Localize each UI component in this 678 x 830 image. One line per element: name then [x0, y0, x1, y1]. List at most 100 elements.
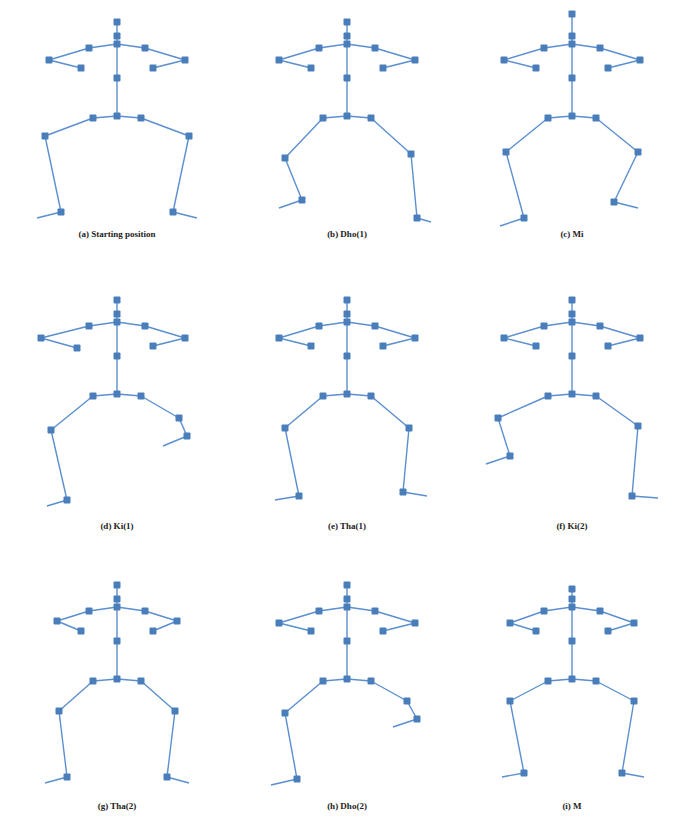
bone-line [323, 679, 347, 681]
joint-marker [90, 115, 97, 122]
joint-marker [507, 698, 514, 705]
bone-line [571, 322, 572, 356]
joint-marker [631, 698, 638, 705]
joint-marker [533, 65, 540, 72]
bone-line [347, 116, 371, 118]
joint-marker [64, 497, 71, 504]
bone-line [279, 611, 319, 623]
joint-marker [380, 65, 387, 72]
joint-marker [533, 628, 540, 635]
bone-line [600, 48, 640, 60]
bone-line [116, 356, 117, 394]
joint-marker [282, 425, 289, 432]
joint-marker [90, 678, 97, 685]
joint-marker [276, 57, 283, 64]
joint-marker [164, 774, 171, 781]
bone-line [279, 623, 311, 631]
joint-marker [114, 638, 121, 645]
bone-line [279, 326, 319, 338]
joint-marker [114, 113, 121, 120]
joint-marker [316, 608, 323, 615]
joint-marker [344, 676, 351, 683]
bone-line [371, 118, 411, 154]
joint-marker [114, 297, 121, 304]
bone-line [173, 136, 189, 212]
bone-line [145, 611, 177, 621]
bone-line [548, 394, 572, 396]
joint-marker [296, 493, 303, 500]
bone-line [506, 152, 524, 218]
bone-line [279, 60, 311, 68]
joint-marker [58, 209, 65, 216]
bone-line [145, 48, 185, 60]
bone-line [153, 60, 185, 68]
joint-marker [114, 676, 121, 683]
joint-marker [569, 319, 576, 326]
bone-line [632, 426, 638, 496]
subfigure-caption: (g) Tha(2) [96, 801, 139, 811]
bone-line [117, 679, 141, 681]
joint-marker [404, 698, 411, 705]
bone-line [544, 607, 572, 611]
bone-line [403, 492, 427, 496]
joint-marker [176, 415, 183, 422]
joint-marker [569, 297, 576, 304]
joint-marker [406, 425, 413, 432]
bone-line [59, 681, 93, 711]
joint-marker [46, 57, 53, 64]
joint-marker [344, 391, 351, 398]
joint-marker [276, 620, 283, 627]
joint-marker [372, 45, 379, 52]
bone-line [500, 218, 524, 226]
bone-line [596, 681, 634, 701]
joint-marker [408, 151, 415, 158]
subfigure-caption: (a) Starting position [76, 229, 157, 239]
bone-line [59, 711, 67, 777]
skeleton-figure [271, 582, 421, 786]
bone-line [600, 611, 634, 623]
joint-marker [400, 489, 407, 496]
bone-line [571, 44, 572, 78]
joint-marker [372, 608, 379, 615]
skeleton-figure [38, 297, 191, 507]
joint-marker [114, 582, 121, 589]
joint-marker [344, 33, 351, 40]
subfigure-caption: (b) Dho(1) [325, 229, 369, 239]
bone-line [323, 116, 347, 118]
joint-marker [186, 133, 193, 140]
bone-line [596, 118, 638, 152]
bone-line [285, 118, 323, 158]
joint-marker [48, 427, 55, 434]
bone-line [285, 158, 302, 200]
joint-marker [344, 604, 351, 611]
skeleton-figure [486, 297, 658, 500]
joint-marker [74, 345, 81, 352]
bone-line [383, 60, 415, 68]
skeleton-figure [37, 19, 197, 219]
joint-marker [344, 582, 351, 589]
joint-marker [597, 45, 604, 52]
joint-marker [316, 45, 323, 52]
bone-line [116, 78, 117, 116]
joint-marker [569, 33, 576, 40]
joint-marker [344, 311, 351, 318]
bone-line [346, 641, 347, 679]
bone-line [596, 396, 638, 426]
bone-line [614, 152, 638, 202]
joint-marker [414, 215, 421, 222]
bone-line [346, 356, 347, 394]
bone-line [347, 679, 371, 681]
joint-marker [308, 343, 315, 350]
subfigure-caption: (h) Dho(2) [325, 801, 369, 811]
joint-marker [114, 353, 121, 360]
joint-marker [619, 770, 626, 777]
joint-marker [521, 770, 528, 777]
bone-line [498, 396, 548, 418]
bone-line [163, 436, 187, 446]
bone-line [548, 679, 572, 681]
bone-line [57, 611, 89, 621]
subfigure-caption: (c) Mi [558, 229, 585, 239]
joint-marker [593, 393, 600, 400]
bone-line [544, 322, 572, 326]
joint-marker [114, 319, 121, 326]
